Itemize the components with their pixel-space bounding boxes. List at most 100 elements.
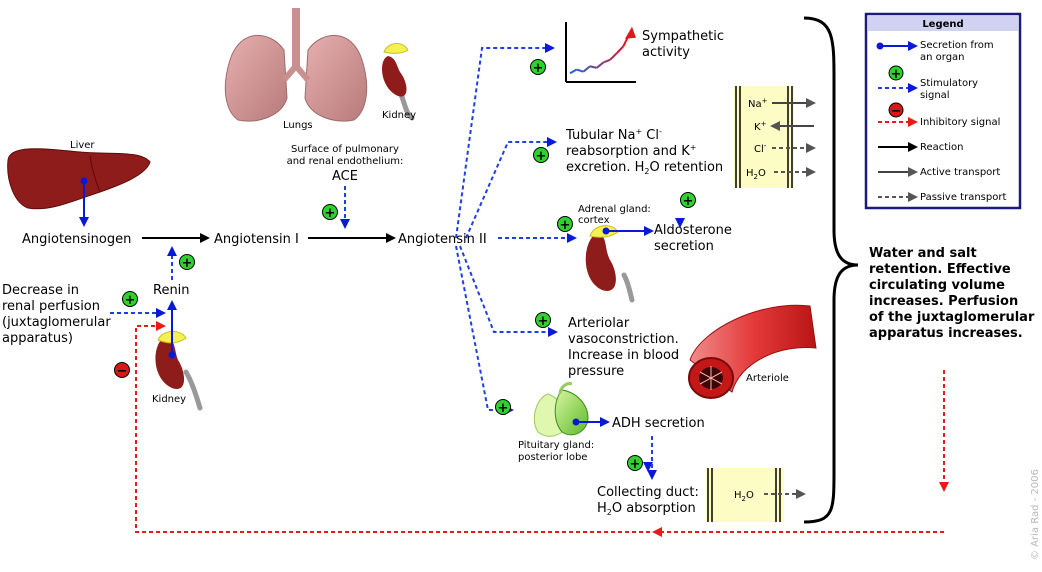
decrease-line4: apparatus)	[2, 331, 73, 346]
feedback-left-arrow	[135, 321, 650, 533]
arteriolar-line4: pressure	[568, 364, 624, 379]
sympathetic-chart	[565, 22, 636, 83]
svg-text:+: +	[125, 293, 136, 308]
plus-badge-sympathetic: +	[530, 59, 546, 76]
plus-badge-adh: +	[627, 455, 643, 472]
arteriolar-line1: Arteriolar	[568, 316, 630, 331]
water-line2: retention. Effective	[869, 262, 1011, 277]
decrease-line1: Decrease in	[2, 283, 79, 298]
water-line1: Water and salt	[869, 246, 977, 261]
svg-text:+: +	[533, 61, 544, 76]
duct-membrane	[706, 468, 784, 522]
legend-item-2-line2: signal	[920, 90, 950, 101]
tubular-line3: excretion. H2O retention	[566, 160, 723, 176]
svg-text:+: +	[325, 206, 336, 221]
sympathetic-chart-series	[569, 26, 636, 75]
svg-text:+: +	[538, 314, 549, 329]
angiotensin-2-label: Angiotensin II	[398, 232, 487, 247]
svg-text:−: −	[891, 104, 902, 119]
legend-plus-badge: +	[888, 65, 904, 82]
ion-na-label: Na+	[748, 97, 768, 110]
water-line4: increases. Perfusion	[869, 294, 1018, 309]
kidney-top-label: Kidney	[382, 110, 416, 121]
angiotensin-1-label: Angiotensin I	[214, 232, 299, 247]
adh-label: ADH secretion	[612, 416, 705, 431]
svg-text:+: +	[683, 194, 694, 209]
plus-badge-ace: +	[322, 204, 338, 221]
summary-brace	[803, 16, 859, 524]
plus-badge-pituitary: +	[495, 399, 511, 416]
svg-text:+: +	[498, 401, 509, 416]
legend-minus-badge: −	[888, 102, 904, 119]
lungs-illustration	[224, 8, 368, 122]
decrease-line3: (juxtaglomerular	[2, 315, 111, 330]
plus-badges: + + + + + + + + + +	[122, 59, 696, 472]
legend-item-5-line1: Active transport	[920, 167, 1000, 178]
kidney-bottom-label: Kidney	[152, 394, 186, 405]
branch-arteriolar-arrow	[459, 245, 558, 337]
svg-text:−: −	[117, 364, 128, 379]
sympathetic-chart-segment	[615, 45, 625, 55]
plus-badge-tubular: +	[533, 147, 549, 164]
ion-k-label: K+	[754, 120, 767, 133]
plus-badge-renin: +	[179, 254, 195, 271]
plus-badge-aldosterone: +	[680, 192, 696, 209]
sympathetic-chart-segment	[609, 52, 618, 61]
arteriolar-line3: Increase in blood	[568, 348, 679, 363]
legend-title: Legend	[922, 19, 963, 30]
tubular-line2: reabsorption and K+	[566, 143, 696, 159]
svg-text:+: +	[536, 149, 547, 164]
plus-badge-adrenal: +	[557, 216, 573, 233]
svg-text:+: +	[182, 256, 193, 271]
duct-h2o-label: H2O	[734, 490, 754, 503]
sympathetic-chart-segment	[569, 68, 578, 75]
kidney-bottom-illustration	[155, 331, 203, 411]
kidney-top-illustration	[382, 43, 415, 121]
ion-cl-label: Cl-	[754, 142, 767, 155]
arteriolar-line2: vasoconstriction.	[568, 332, 679, 347]
sympathetic-chart-segment	[602, 58, 611, 64]
pituitary-line1: Pituitary gland:	[518, 440, 594, 451]
sympathetic-chart-arrowhead	[625, 26, 636, 39]
lungs-label: Lungs	[283, 120, 313, 131]
plus-badge-arteriolar: +	[535, 312, 551, 329]
plus-badge-decrease: +	[122, 291, 138, 308]
collecting-line1: Collecting duct:	[597, 485, 699, 500]
aldosterone-line2: secretion	[654, 239, 714, 254]
liver-illustration	[7, 148, 151, 210]
copyright: © Aria Rad - 2006	[1030, 469, 1041, 560]
sympathetic-chart-segment	[596, 61, 604, 69]
adrenal-kidney-illustration	[585, 225, 635, 303]
legend-item-6-line1: Passive transport	[920, 192, 1006, 203]
tubular-line1: Tubular Na+ Cl-	[565, 127, 662, 143]
collecting-line2: H2O absorption	[597, 501, 696, 517]
legend-item-4-line1: Reaction	[920, 142, 963, 153]
legend-title-bar	[868, 16, 1018, 31]
arteriole-label: Arteriole	[746, 373, 789, 384]
ace-line2: and renal endothelium:	[287, 156, 404, 167]
svg-text:+: +	[560, 218, 571, 233]
svg-text:+: +	[630, 457, 641, 472]
legend-item-3-line1: Inhibitory signal	[920, 117, 1000, 128]
adrenal-line2: cortex	[578, 215, 610, 226]
sympathetic-line1: Sympathetic	[642, 29, 724, 44]
angiotensinogen-label: Angiotensinogen	[22, 232, 131, 247]
legend: Legend Secretion from an organ + Stimula…	[864, 12, 1022, 210]
decrease-line2: renal perfusion	[2, 299, 100, 314]
sympathetic-line2: activity	[642, 45, 690, 60]
arteriole-illustration	[688, 304, 817, 399]
ion-h2o-label: H2O	[746, 168, 766, 181]
water-line6: apparatus increases.	[869, 326, 1023, 341]
sympathetic-chart-segment	[589, 65, 597, 69]
liver-label: Liver	[70, 140, 95, 151]
legend-item-2-line1: Stimulatory	[920, 78, 978, 89]
legend-item-1-line1: Secretion from	[920, 40, 994, 51]
sympathetic-chart-segment	[582, 65, 591, 73]
pituitary-line2: posterior lobe	[518, 452, 587, 463]
svg-text:+: +	[891, 67, 902, 82]
pituitary-illustration	[533, 382, 589, 437]
adrenal-line1: Adrenal gland:	[578, 204, 651, 215]
renin-label: Renin	[153, 283, 190, 298]
minus-badge-feedback: −	[114, 362, 130, 379]
